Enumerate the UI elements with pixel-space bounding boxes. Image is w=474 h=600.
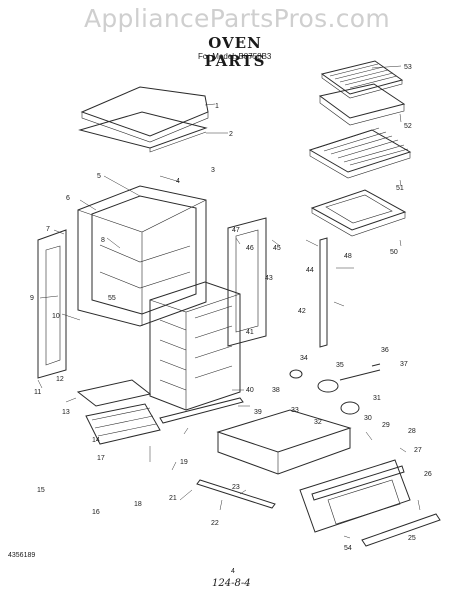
callout-45: 45 — [273, 245, 281, 252]
callout-43: 43 — [265, 275, 273, 282]
bottom-trim-part — [76, 379, 161, 445]
callout-54: 54 — [344, 545, 352, 552]
page-number: 4 — [231, 568, 235, 575]
callout-28: 28 — [408, 428, 416, 435]
callout-labels: 1 2 3 4 5 6 7 8 9 10 11 12 13 14 15 16 1… — [30, 64, 432, 552]
watermark: AppliancePartsPros.com — [83, 4, 391, 33]
broiler-pan-grid-part — [320, 60, 404, 99]
callout-12: 12 — [56, 376, 64, 383]
callout-1: 1 — [215, 103, 219, 110]
callout-13: 13 — [62, 409, 70, 416]
callout-22: 22 — [211, 520, 219, 527]
burner-hardware-part — [289, 363, 381, 415]
broil-element-part — [319, 237, 328, 348]
oven-cavity-part — [77, 185, 207, 327]
callout-11: 11 — [34, 389, 41, 396]
diagram-title: OVEN PARTS — [204, 34, 266, 70]
model-line: For Model: B8758B3 — [198, 52, 272, 61]
callout-31: 31 — [373, 395, 381, 402]
callout-15: 15 — [37, 487, 45, 494]
document-number: 4356189 — [8, 552, 36, 559]
callout-37: 37 — [400, 361, 408, 368]
oven-rack-part — [308, 127, 412, 179]
top-panel-part — [80, 86, 209, 143]
callout-42: 42 — [298, 308, 306, 315]
oven-door-part — [299, 459, 441, 547]
callout-36: 36 — [381, 347, 389, 354]
callout-9: 9 — [30, 295, 34, 302]
callout-16: 16 — [92, 509, 100, 516]
callout-27: 27 — [414, 447, 422, 454]
storage-drawer-part — [216, 409, 352, 475]
side-panel-part — [37, 229, 67, 379]
oven-liner-part — [149, 281, 241, 411]
callout-5: 5 — [97, 173, 101, 180]
callout-53: 53 — [404, 64, 412, 71]
drawer-slide-part — [159, 397, 276, 509]
callout-7: 7 — [46, 226, 50, 233]
callout-41: 41 — [246, 329, 254, 336]
broiler-pan-part — [318, 83, 406, 126]
callout-3: 3 — [211, 167, 215, 174]
callout-34: 34 — [300, 355, 308, 362]
callout-47: 47 — [232, 227, 240, 234]
callout-4: 4 — [176, 178, 180, 185]
callout-25: 25 — [408, 535, 416, 542]
callout-leaders — [37, 65, 421, 539]
oven-bottom-part — [310, 189, 407, 237]
callout-23: 23 — [232, 484, 240, 491]
callout-2: 2 — [229, 131, 233, 138]
handwritten-note: 124-8-4 — [212, 578, 251, 589]
callout-38: 38 — [272, 387, 280, 394]
callout-39: 39 — [254, 409, 262, 416]
callout-6: 6 — [66, 195, 70, 202]
callout-33: 33 — [291, 407, 299, 414]
callout-18: 18 — [134, 501, 142, 508]
callout-46: 46 — [246, 245, 254, 252]
callout-50: 50 — [390, 249, 398, 256]
callout-55: 55 — [108, 295, 116, 302]
callout-8: 8 — [101, 237, 105, 244]
callout-32: 32 — [314, 419, 322, 426]
callout-10: 10 — [52, 313, 60, 320]
rear-panel-part — [227, 217, 267, 347]
callout-40: 40 — [246, 387, 254, 394]
callout-29: 29 — [382, 422, 390, 429]
callout-19: 19 — [180, 459, 188, 466]
top-trim-part — [78, 111, 208, 153]
callout-48a: 48 — [344, 253, 352, 260]
callout-52: 52 — [404, 123, 412, 130]
callout-14: 14 — [92, 437, 100, 444]
callout-35: 35 — [336, 362, 344, 369]
callout-21a: 21 — [169, 495, 177, 502]
callout-30: 30 — [364, 415, 372, 422]
callout-51: 51 — [396, 185, 404, 192]
callout-44: 44 — [306, 267, 314, 274]
callout-26: 26 — [424, 471, 432, 478]
callout-17: 17 — [97, 455, 105, 462]
